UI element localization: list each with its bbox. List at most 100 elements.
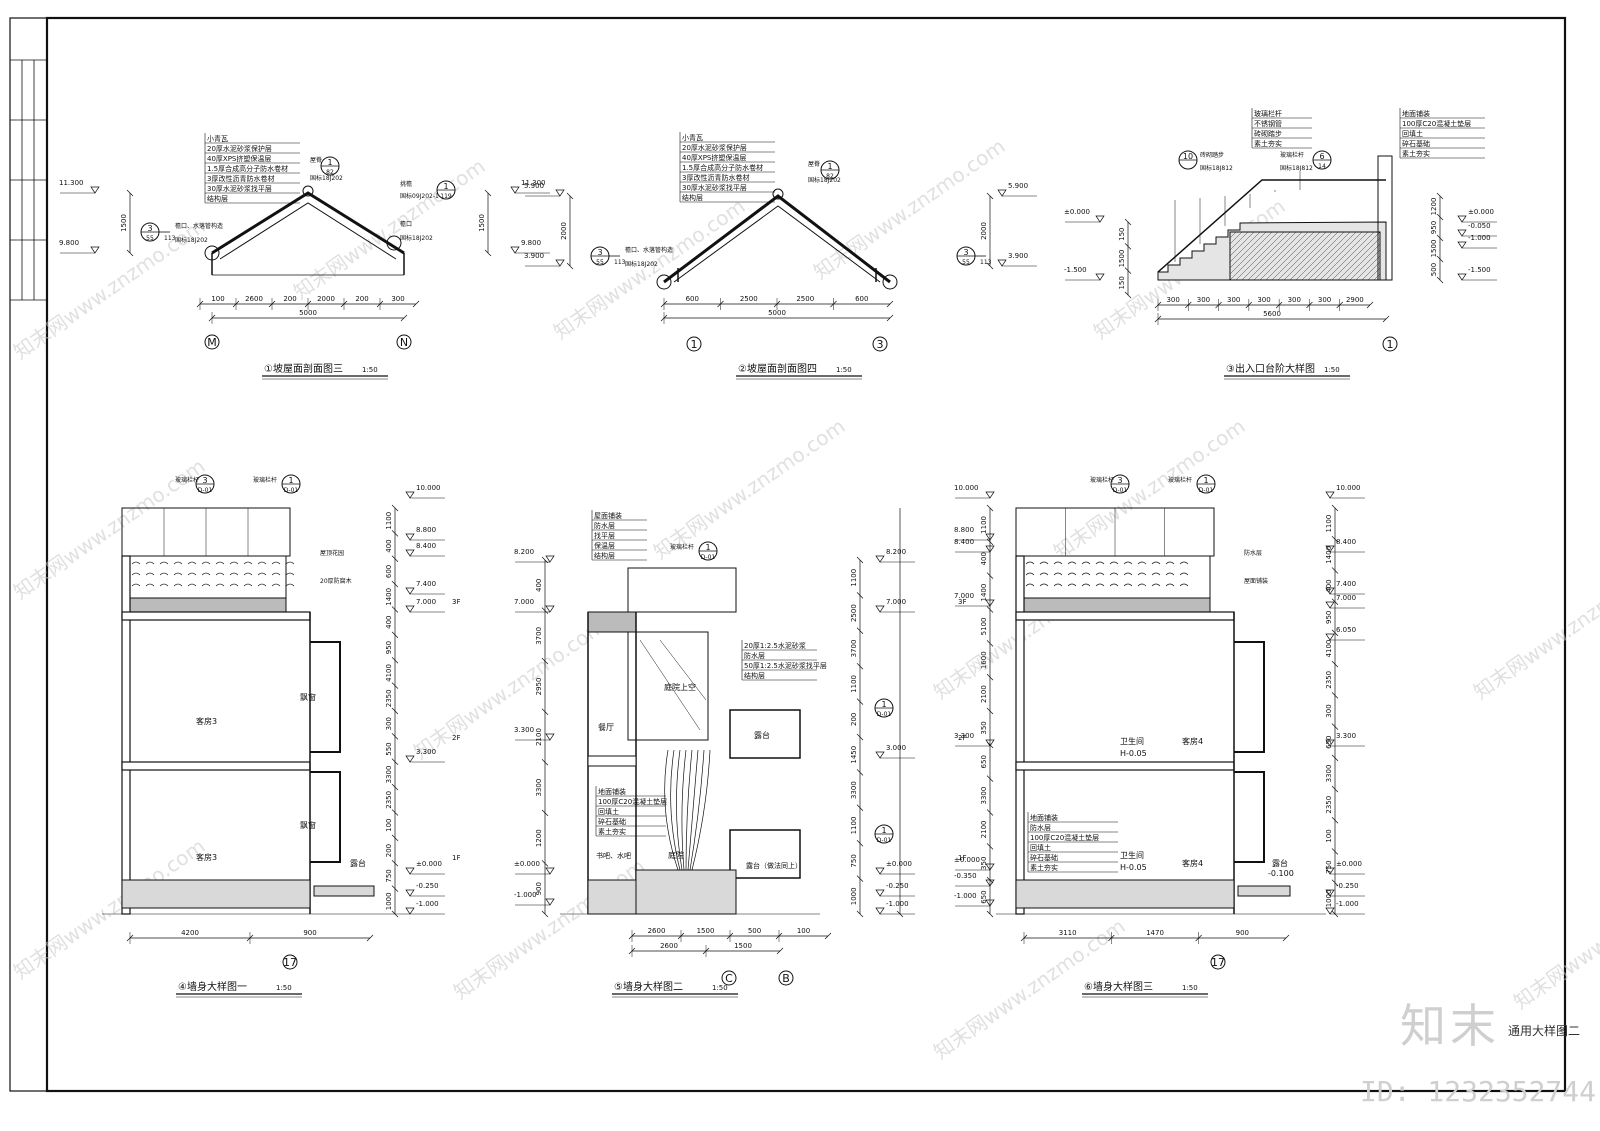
elevation-mark: 3.000 — [886, 744, 906, 752]
roof-section-4: 小青瓦20厚水泥砂浆保护层40厚XPS挤塑保温层1.5厚合成高分子防水卷材3厚改… — [524, 132, 1037, 380]
note-line: 回填土 — [1030, 843, 1051, 852]
elevation-mark: 10.000 — [954, 484, 979, 492]
dimension: 1400 — [385, 588, 393, 606]
ref: 玻璃栏杆 — [1168, 476, 1192, 484]
note-line: 20厚水泥砂浆保护层 — [207, 144, 272, 153]
dimension: 2900 — [1346, 296, 1364, 304]
elevation-mark: -0.350 — [954, 872, 977, 880]
detail-tag: 10 — [1183, 152, 1193, 161]
dimension: 900 — [303, 929, 316, 937]
dimension: 650 — [980, 890, 988, 903]
note-line: 防水层 — [1244, 549, 1262, 557]
detail-tag: 3 — [963, 248, 968, 257]
dimension: 300 — [1318, 296, 1331, 304]
ref: 屋脊 — [808, 160, 820, 168]
note-line: 素土夯实 — [1402, 149, 1430, 158]
ref: 国标18J202 — [808, 176, 841, 184]
elevation-mark: 8.200 — [886, 548, 906, 556]
dimension: 1400 — [1325, 546, 1333, 564]
elevation-mark: ±0.000 — [416, 860, 442, 868]
wall-section-2: 屋面铺装防水层找平层保温层结构层20厚1:2.5水泥砂浆防水层50厚1:2.5水… — [514, 510, 915, 998]
ref: 挑檐 — [400, 180, 412, 188]
note-line: 碎石基础 — [1402, 139, 1430, 148]
floor-mark: 1F — [958, 854, 966, 862]
dimension: 4100 — [1325, 640, 1333, 658]
detail-tag: 14 — [1318, 163, 1326, 170]
elevation-mark: ±0.000 — [1468, 208, 1494, 216]
room-label: 露台 — [350, 858, 366, 868]
elevation-mark: 6.050 — [1336, 626, 1356, 634]
detail-tag: 119 — [440, 193, 452, 200]
dimension: 1450 — [850, 746, 858, 764]
elevation-mark: 7.000 — [514, 598, 534, 606]
floor-mark: 2F — [958, 734, 966, 742]
detail-tag: 3 — [202, 476, 207, 485]
document-id: ID: 1232352744 — [1360, 1075, 1597, 1108]
note-line: 防水层 — [1030, 823, 1051, 832]
elevation-mark: 10.000 — [416, 484, 441, 492]
room-label: 飘窗 — [300, 820, 316, 830]
dimension: 400 — [385, 539, 393, 552]
elevation-mark: -1.000 — [416, 900, 439, 908]
dimension: 1500 — [1430, 240, 1438, 258]
room-label: H-0.05 — [1120, 863, 1147, 872]
dimension: 200 — [385, 844, 393, 857]
elevation-mark: ±0.000 — [886, 860, 912, 868]
dimension: 1000 — [850, 887, 858, 905]
dimension: 1500 — [1118, 250, 1126, 268]
note-line: 回填土 — [1402, 129, 1423, 138]
note-line: 100厚C20混凝土垫层 — [1030, 833, 1099, 842]
ref: 砖砌踏步 — [1200, 151, 1224, 159]
dimension: 400 — [1325, 579, 1333, 592]
dimension: 4200 — [181, 929, 199, 937]
elevation-mark: -1.000 — [886, 900, 909, 908]
dimension: 1500 — [478, 214, 486, 232]
note-line: 地面铺装 — [598, 787, 626, 796]
detail-tag: 1 — [288, 476, 293, 485]
note-line: 回填土 — [598, 807, 619, 816]
detail-tag: 1 — [827, 162, 832, 171]
axis-bubble: C — [725, 972, 733, 985]
elevation-mark: 5.900 — [524, 182, 544, 190]
dimension: 2350 — [1325, 671, 1333, 689]
wall-section-1: 客房3客房3飘窗飘窗露台10.0008.8008.4007.4007.0003.… — [102, 474, 904, 998]
ref: 屋脊 — [310, 156, 322, 164]
note-line: 玻璃栏杆 — [1254, 109, 1282, 118]
ref: 玻璃栏杆 — [253, 476, 277, 484]
note-line: 40厚XPS挤塑保温层 — [207, 154, 271, 163]
view-scale: 1:50 — [1182, 984, 1198, 992]
room-label: 书吧、水吧 — [596, 851, 631, 860]
dimension: 300 — [385, 717, 393, 730]
dimension: 100 — [1325, 829, 1333, 842]
ref: 檐口、水落管构造 — [175, 222, 223, 230]
elevation-mark: 8.400 — [416, 542, 436, 550]
dimension: 1200 — [535, 829, 543, 847]
elevation-mark: 5.900 — [1008, 182, 1028, 190]
room-label: 卫生间 — [1120, 850, 1144, 860]
ref: 檐口、水落管构造 — [625, 246, 673, 254]
dimension: 1100 — [850, 817, 858, 835]
detail-tag: 6 — [1319, 152, 1324, 161]
note-line: 30厚水泥砂浆找平层 — [682, 183, 747, 192]
dimension: 650 — [1325, 736, 1333, 749]
dimension: 150 — [1118, 276, 1126, 289]
note-line: 防水层 — [594, 521, 615, 530]
elevation-mark: -1.000 — [954, 892, 977, 900]
ref: 玻璃栏杆 — [1280, 151, 1304, 159]
watermark-text: 知末网www.znzmo.com — [409, 614, 609, 764]
note-line: 素土夯实 — [598, 827, 626, 836]
note-line: 小青瓦 — [207, 134, 228, 143]
elevation-mark: -1.500 — [1468, 266, 1491, 274]
note-line: 素土夯实 — [1030, 863, 1058, 872]
detail-tag: 3 — [1117, 476, 1122, 485]
ref: 国标18J202 — [400, 234, 433, 242]
dimension: 400 — [535, 579, 543, 592]
dimension: 2500 — [740, 295, 758, 303]
dimension: 100 — [385, 819, 393, 832]
dimension: 1100 — [850, 569, 858, 587]
dimension: 900 — [535, 882, 543, 895]
note-line: 地面铺装 — [1402, 109, 1430, 118]
dimension: 300 — [1197, 296, 1210, 304]
detail-tag: 55 — [962, 259, 970, 266]
detail-tag: 113 — [614, 259, 626, 266]
